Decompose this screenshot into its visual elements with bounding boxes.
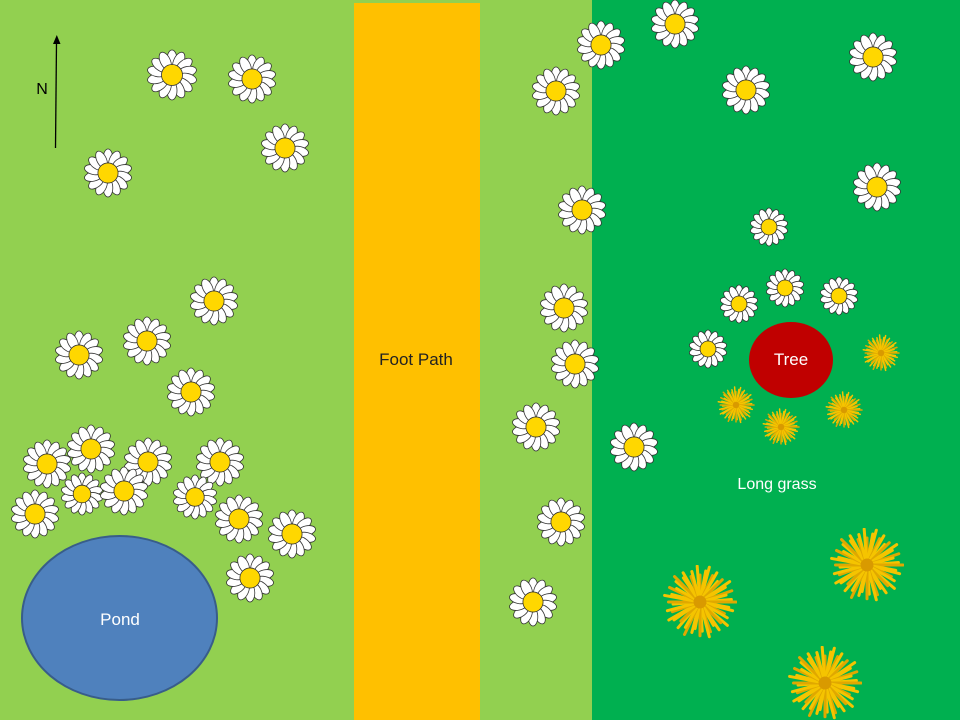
daisy-icon	[819, 276, 859, 316]
daisy-icon	[54, 330, 104, 380]
daisy-icon	[225, 553, 275, 603]
dandelion-icon	[717, 386, 755, 424]
daisy-icon	[539, 283, 589, 333]
daisy-icon	[189, 276, 239, 326]
daisy-icon	[848, 32, 898, 82]
daisy-icon	[536, 497, 586, 547]
daisy-icon	[260, 123, 310, 173]
pond-label: Pond	[100, 610, 140, 629]
daisy-icon	[83, 148, 133, 198]
dandelion-icon	[862, 334, 900, 372]
north-arrow-icon	[30, 30, 70, 155]
daisy-icon	[650, 0, 700, 49]
daisy-icon	[10, 489, 60, 539]
daisy-icon	[122, 316, 172, 366]
daisy-icon	[531, 66, 581, 116]
dandelion-icon	[825, 391, 863, 429]
daisy-icon	[195, 437, 245, 487]
tree-label: Tree	[773, 350, 809, 369]
daisy-icon	[719, 284, 759, 324]
dandelion-icon	[830, 528, 904, 602]
tree	[749, 322, 833, 398]
daisy-icon	[99, 466, 149, 516]
daisy-icon	[765, 268, 805, 308]
daisy-icon	[557, 185, 607, 235]
daisy-icon	[214, 494, 264, 544]
foot-path-label: Foot Path	[379, 350, 453, 369]
pond	[21, 535, 218, 701]
daisy-icon	[511, 402, 561, 452]
daisy-icon	[123, 437, 173, 487]
north-label: N	[36, 81, 48, 98]
daisy-icon	[688, 329, 728, 369]
dandelion-icon	[663, 565, 737, 639]
daisy-icon	[609, 422, 659, 472]
dandelion-icon	[788, 646, 862, 720]
long-grass-label: Long grass	[737, 476, 817, 493]
foot-path	[354, 3, 480, 720]
daisy-icon	[60, 472, 104, 516]
daisy-icon	[721, 65, 771, 115]
daisy-icon	[550, 339, 600, 389]
daisy-icon	[852, 162, 902, 212]
daisy-icon	[749, 207, 789, 247]
daisy-icon	[227, 54, 277, 104]
dandelion-icon	[762, 408, 800, 446]
daisy-icon	[172, 474, 218, 520]
daisy-icon	[66, 424, 116, 474]
daisy-icon	[508, 577, 558, 627]
daisy-icon	[146, 49, 198, 101]
daisy-icon	[22, 439, 72, 489]
daisy-icon	[576, 20, 626, 70]
daisy-icon	[166, 367, 216, 417]
daisy-icon	[267, 509, 317, 559]
